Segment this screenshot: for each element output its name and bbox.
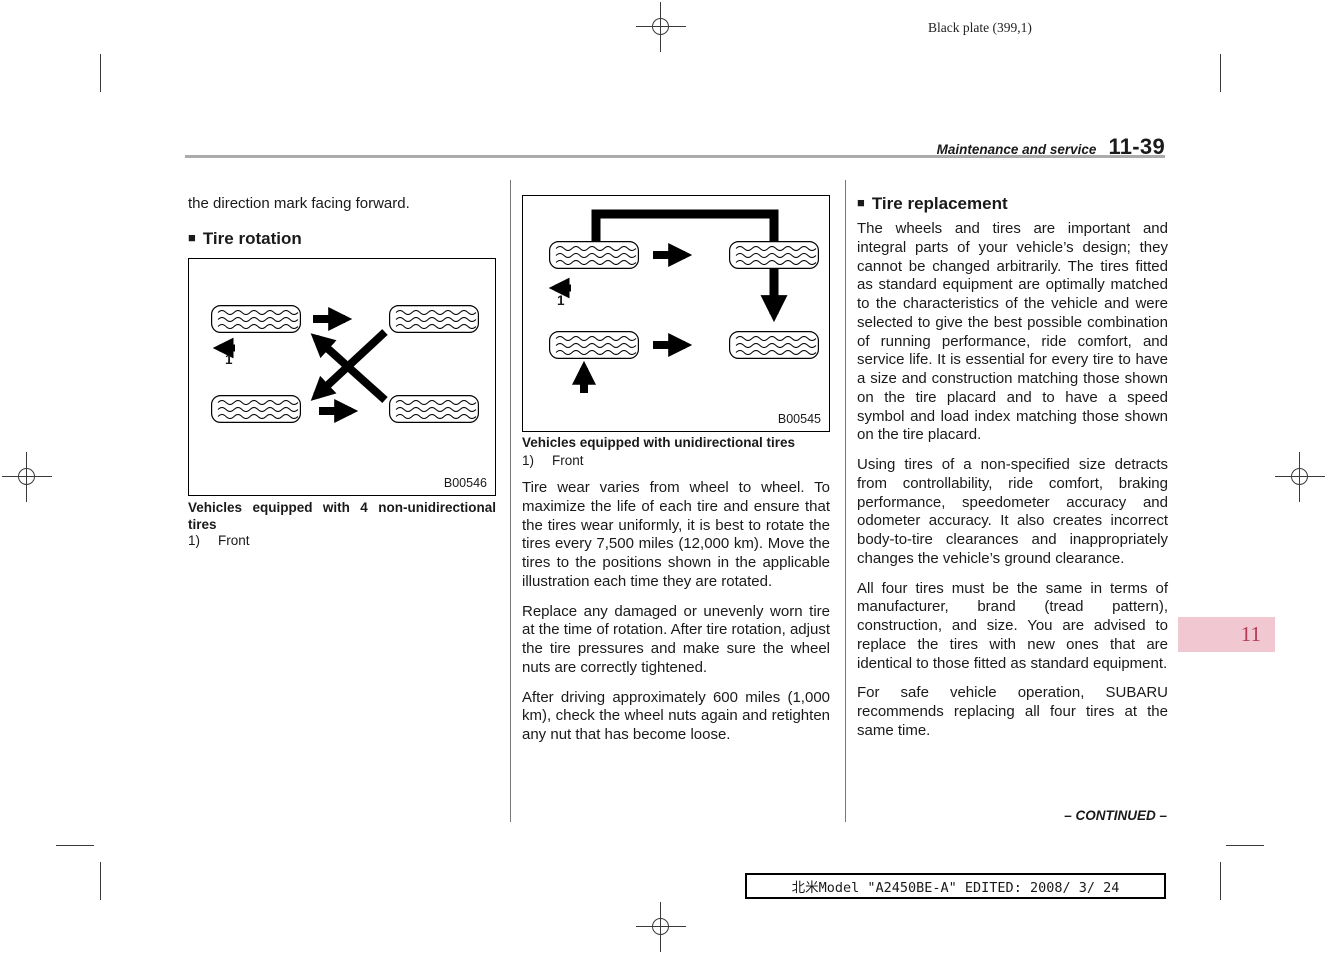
chapter-tab: 11 [1178,617,1275,652]
legend-value: Front [552,453,584,468]
column-divider-2 [845,180,846,822]
tire-rotation-diagram-4tires [211,305,479,423]
registration-mark-bottom [636,902,686,952]
figure-4-non-unidirectional-tires: 1 B00546 [188,258,496,496]
paragraph: All four tires must be the same in terms… [857,579,1168,672]
registration-mark-left [2,452,52,502]
paragraph: Tire wear varies from wheel to wheel. To… [522,479,830,590]
figure-code: B00546 [443,476,487,490]
section-title: Maintenance and service [936,142,1097,157]
front-position-marker: 1 [225,352,233,367]
paragraph: Replace any damaged or unevenly worn tir… [522,602,830,676]
tire-icon [211,395,301,423]
footer-plate: 北米Model "A2450BE-A" EDITED: 2008/ 3/ 24 [745,873,1166,899]
legend-key: 1) [188,533,201,548]
intro-text: the direction mark facing forward. [188,195,410,212]
tire-replacement-body: The wheels and tires are important and i… [857,220,1168,752]
paragraph: The wheels and tires are important and i… [857,220,1168,444]
tire-rotation-heading-label: Tire rotation [202,229,302,248]
front-position-marker: 1 [557,293,565,308]
tire-icon [728,241,820,269]
running-header: Maintenance and service 11-39 [640,134,1165,160]
trim-mark-bottom-left [100,862,101,900]
chapter-number: 11 [1240,622,1261,646]
tire-rotation-body: Tire wear varies from wheel to wheel. To… [522,479,830,756]
header-rule [185,155,1165,158]
section-bullet-icon: ■ [857,195,865,210]
legend-key: 1) [522,453,535,468]
figure-legend: 1) Front [188,533,496,548]
figure-caption: Vehicles equipped with 4 non-unidirectio… [188,500,496,532]
registration-mark-top [636,2,686,52]
tire-icon [389,305,479,333]
tire-replacement-heading-label: Tire replacement [871,194,1008,213]
paragraph: After driving approximately 600 miles (1… [522,688,830,744]
legend-value: Front [218,533,250,548]
tire-icon [728,331,820,359]
section-bullet-icon: ■ [188,230,196,245]
tire-icon [211,305,301,333]
trim-mark-top-right [1220,54,1221,92]
paragraph: For safe vehicle operation, SUBARU recom… [857,684,1168,739]
tire-rotation-heading: ■ Tire rotation [188,229,302,249]
column-divider-1 [510,180,511,822]
trim-mark-bottom-left-h [56,845,94,846]
figure-caption: Vehicles equipped with unidirectional ti… [522,435,796,450]
plate-note: Black plate (399,1) [928,20,1032,35]
trim-mark-top-left [100,54,101,92]
tire-icon [548,241,640,269]
tire-icon [389,395,479,423]
continued-label: – CONTINUED – [1064,808,1167,823]
trim-mark-bottom-right [1220,862,1221,900]
tire-rotation-diagram-unidirectional [548,209,820,393]
page-number: 11-39 [1108,134,1165,159]
trim-mark-bottom-right-h [1226,845,1264,846]
figure-legend: 1) Front [522,453,830,468]
figure-code: B00545 [777,412,821,426]
paragraph: Using tires of a non-specified size detr… [857,456,1168,567]
cross-rotation-arrow [310,329,388,401]
registration-mark-right [1275,452,1325,502]
tire-replacement-heading: ■ Tire replacement [857,194,1008,214]
figure-unidirectional-tires: 1 B00545 [522,195,830,432]
tire-icon [548,331,640,359]
